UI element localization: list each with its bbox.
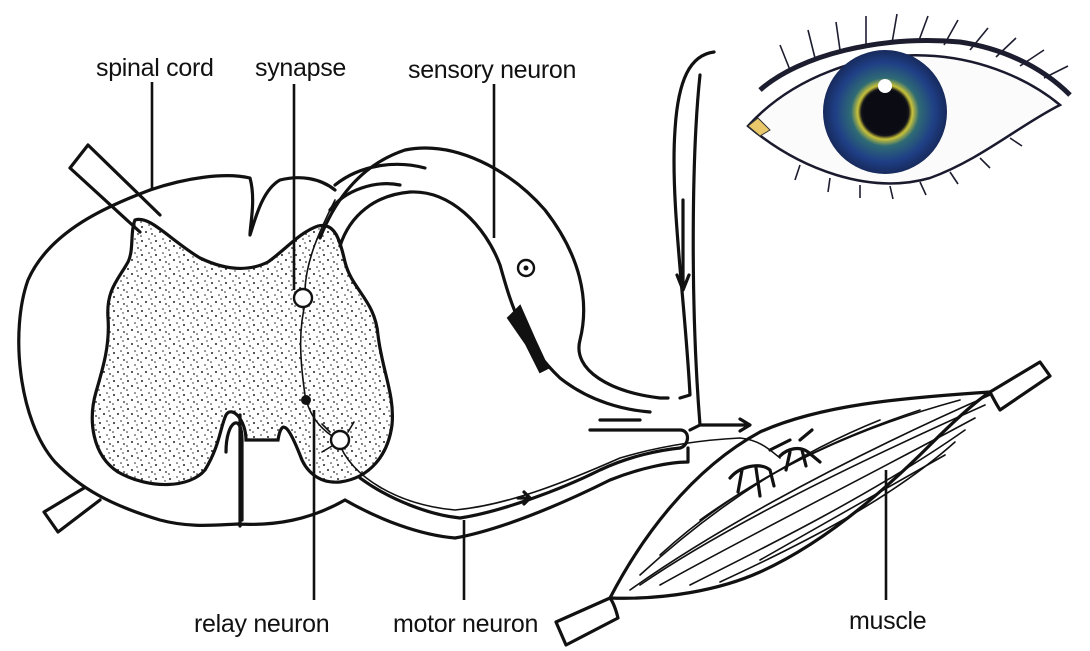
muscle-tendon-right [990, 362, 1050, 410]
left-nerve-upper [70, 145, 160, 232]
label-motor-neuron: motor neuron [393, 612, 538, 637]
left-nerve-lower [44, 488, 100, 532]
relay-cell-body [301, 395, 311, 405]
sensory-axon-inner [330, 164, 425, 210]
label-spinal-cord: spinal cord [96, 56, 214, 81]
motor-neuron-outer [345, 448, 688, 538]
label-synapse: synapse [255, 56, 346, 81]
sensory-arrow [508, 306, 548, 372]
motor-neuron-inner [360, 448, 680, 518]
motor-cell-body [331, 431, 349, 449]
synapse-cell-body [294, 289, 312, 307]
spinal-cord-top [150, 176, 335, 235]
muscle-tendon-left [556, 598, 618, 645]
motor-arrow-2 [700, 419, 750, 431]
sensory-nucleus [524, 266, 529, 271]
sensory-nerve-from-eye [674, 52, 714, 430]
label-muscle: muscle [849, 609, 926, 634]
motor-axon [338, 438, 780, 510]
label-relay-neuron: relay neuron [194, 612, 329, 637]
label-sensory-neuron: sensory neuron [408, 58, 576, 83]
eye-icon [748, 14, 1070, 199]
